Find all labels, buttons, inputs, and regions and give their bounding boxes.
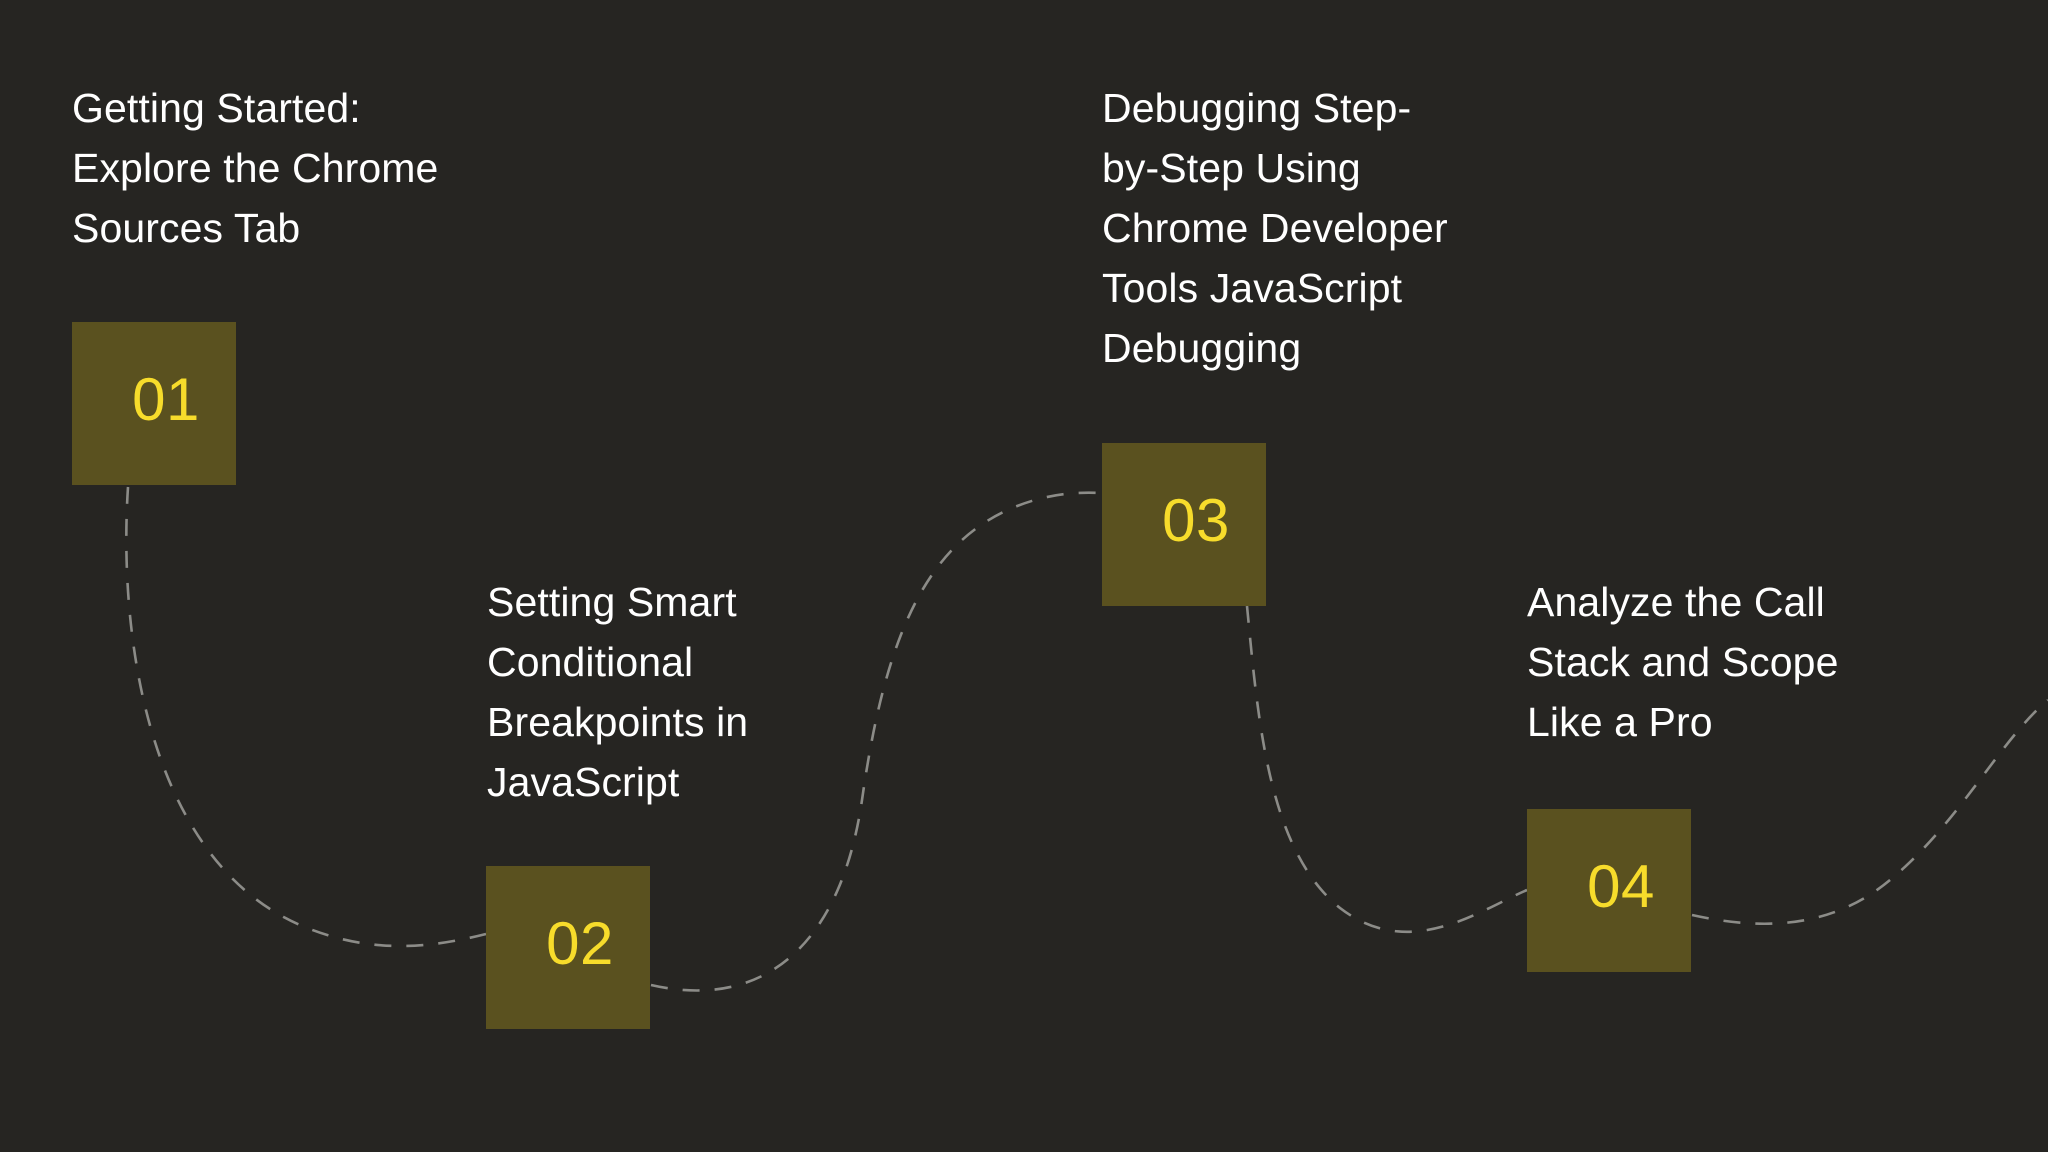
step-heading-02: Setting Smart Conditional Breakpoints in… [487, 579, 749, 805]
step-heading-04: Analyze the Call Stack and Scope Like a … [1527, 579, 1839, 745]
step-box-03[interactable]: 03 [1102, 443, 1266, 606]
step-box-01[interactable]: 01 [72, 322, 236, 485]
step-number-01: 01 [132, 365, 200, 433]
connector-path-1-2 [125, 486, 487, 948]
connector-path-3-4 [1245, 605, 1528, 934]
step-number-04: 04 [1587, 852, 1655, 920]
step-heading-01: Getting Started: Explore the Chrome Sour… [72, 85, 439, 251]
step-box-02[interactable]: 02 [486, 866, 650, 1029]
step-heading-03: Debugging Step- by-Step Using Chrome Dev… [1102, 85, 1448, 371]
step-number-03: 03 [1162, 486, 1230, 554]
step-box-04[interactable]: 04 [1527, 809, 1691, 972]
step-number-02: 02 [546, 909, 614, 977]
